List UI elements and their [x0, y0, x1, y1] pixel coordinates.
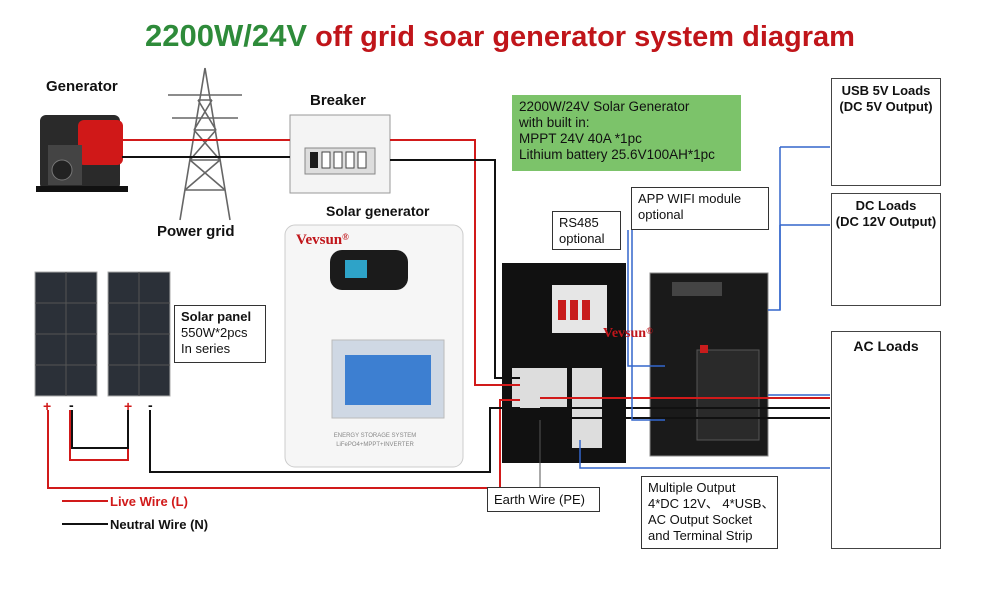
generator-icon	[36, 115, 128, 192]
dc-loads-panel: DC Loads (DC 12V Output)	[831, 193, 941, 306]
diagram-title: 2200W/24V off grid soar generator system…	[0, 18, 1000, 54]
usb-loads-panel: USB 5V Loads (DC 5V Output)	[831, 78, 941, 186]
generator-label: Generator	[46, 78, 118, 95]
rs485-box: RS485 optional	[552, 211, 621, 250]
plus-sign: +	[43, 398, 52, 414]
breaker-label: Breaker	[310, 92, 366, 109]
inverter-cabinet	[502, 263, 626, 463]
legend-neutral: Neutral Wire (N)	[110, 517, 209, 532]
brand-logo: Vevsun®	[296, 232, 349, 248]
device-panel-text: ENERGY STORAGE SYSTEM LiFePO4+MPPT+INVER…	[333, 433, 417, 448]
power-grid-label: Power grid	[157, 223, 235, 240]
minus-sign-2: -	[148, 397, 153, 413]
spec-box: 2200W/24V Solar Generator with built in:…	[512, 95, 741, 171]
ac-loads-panel: AC Loads	[831, 331, 941, 549]
brand-logo-inverter: Vevsun®	[603, 326, 653, 341]
title-power-spec: 2200W/24V	[145, 18, 308, 53]
minus-sign: -	[69, 397, 74, 413]
legend-live: Live Wire (L)	[110, 494, 188, 509]
wifi-module-box: APP WIFI module optional	[631, 187, 769, 230]
multiple-output-box: Multiple Output 4*DC 12V、 4*USB、 AC Outp…	[641, 476, 778, 549]
solar-panel-icon	[34, 271, 171, 397]
power-pylon-icon	[165, 67, 245, 221]
inverter-unit	[649, 272, 769, 457]
solar-panel-box: Solar panel 550W*2pcs In series	[174, 305, 266, 363]
breaker-icon	[289, 114, 391, 194]
plus-sign-2: +	[124, 398, 133, 414]
title-text: off grid soar generator system diagram	[307, 21, 855, 53]
solar-generator-label: Solar generator	[326, 203, 430, 219]
earth-wire-box: Earth Wire (PE)	[487, 487, 600, 512]
solar-generator-device	[284, 224, 464, 468]
